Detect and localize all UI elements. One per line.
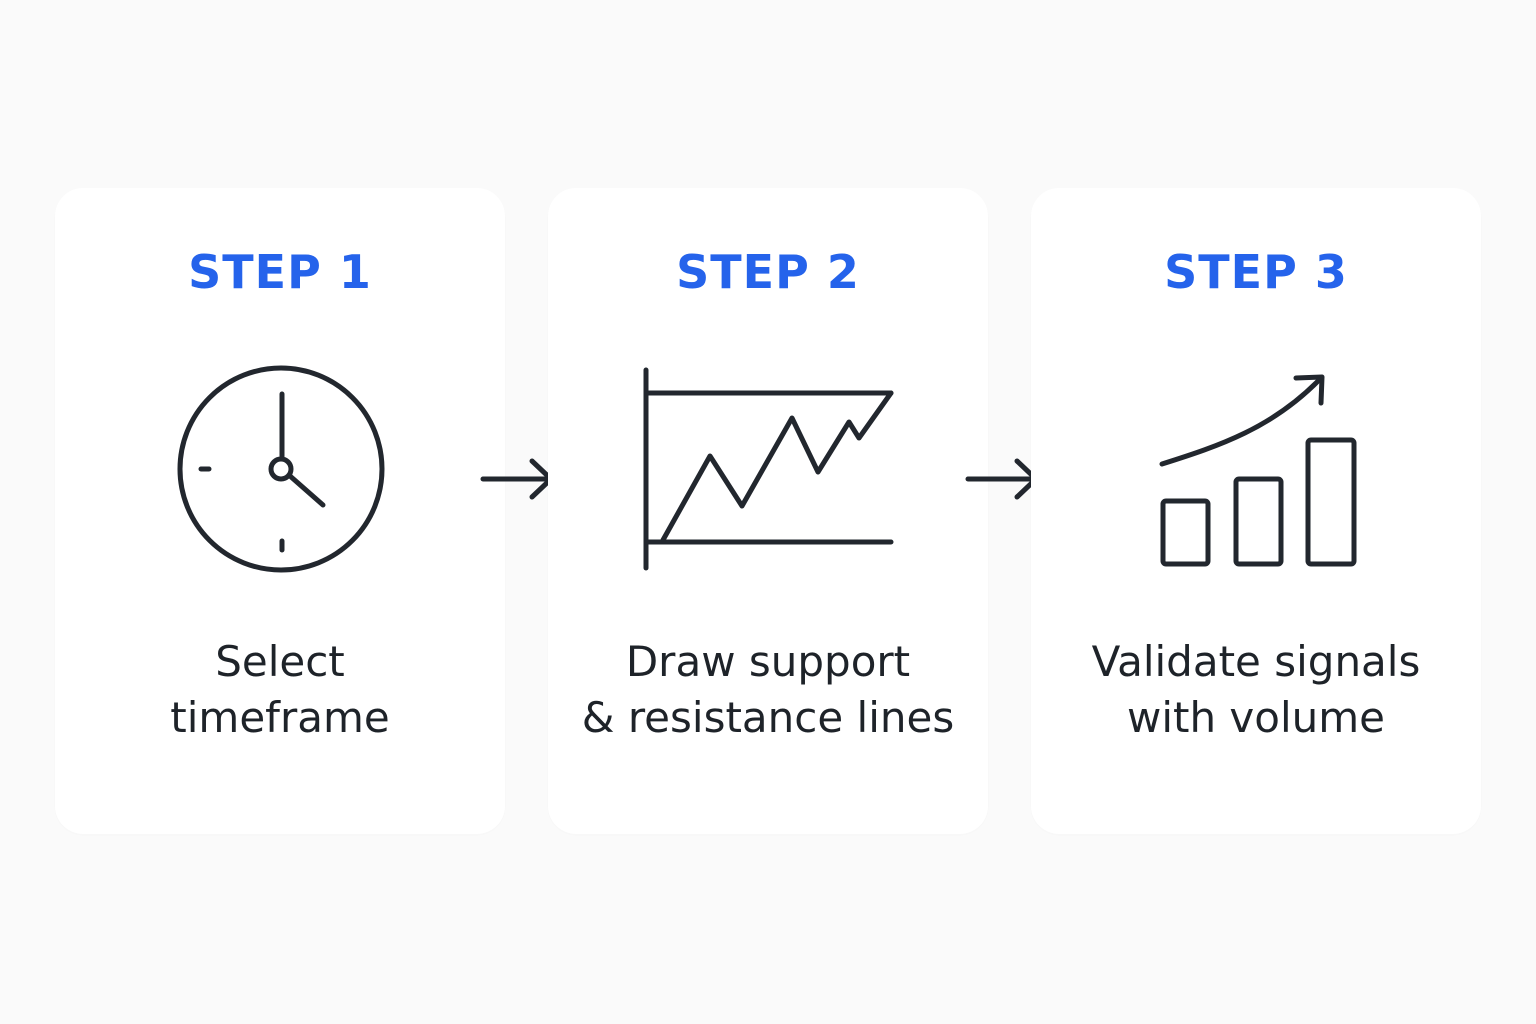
step-3-label: STEP 3	[1164, 245, 1348, 299]
step-1-description-line-1: Select	[215, 637, 345, 686]
clock-icon	[55, 358, 505, 583]
step-3-description: Validate signals with volume	[1031, 634, 1481, 746]
support-resistance-chart-icon	[548, 358, 988, 583]
volume-bar-chart-icon	[1031, 358, 1481, 583]
step-2-card: STEP 2 Draw support & resistance lines	[548, 188, 988, 834]
step-2-label: STEP 2	[676, 245, 860, 299]
step-1-label: STEP 1	[188, 245, 372, 299]
step-3-description-line-1: Validate signals	[1091, 637, 1421, 686]
arrow-right-icon	[965, 458, 1039, 500]
arrow-right-icon	[480, 458, 554, 500]
step-1-card: STEP 1 Select timeframe	[55, 188, 505, 834]
step-2-description: Draw support & resistance lines	[548, 634, 988, 746]
step-2-description-line-1: Draw support	[625, 637, 911, 686]
step-1-description-line-2: timeframe	[170, 693, 390, 742]
step-1-description: Select timeframe	[55, 634, 505, 746]
step-3-description-line-2: with volume	[1126, 693, 1386, 742]
step-3-card: STEP 3 Validate signals with volume	[1031, 188, 1481, 834]
step-2-description-line-2: & resistance lines	[581, 693, 955, 742]
